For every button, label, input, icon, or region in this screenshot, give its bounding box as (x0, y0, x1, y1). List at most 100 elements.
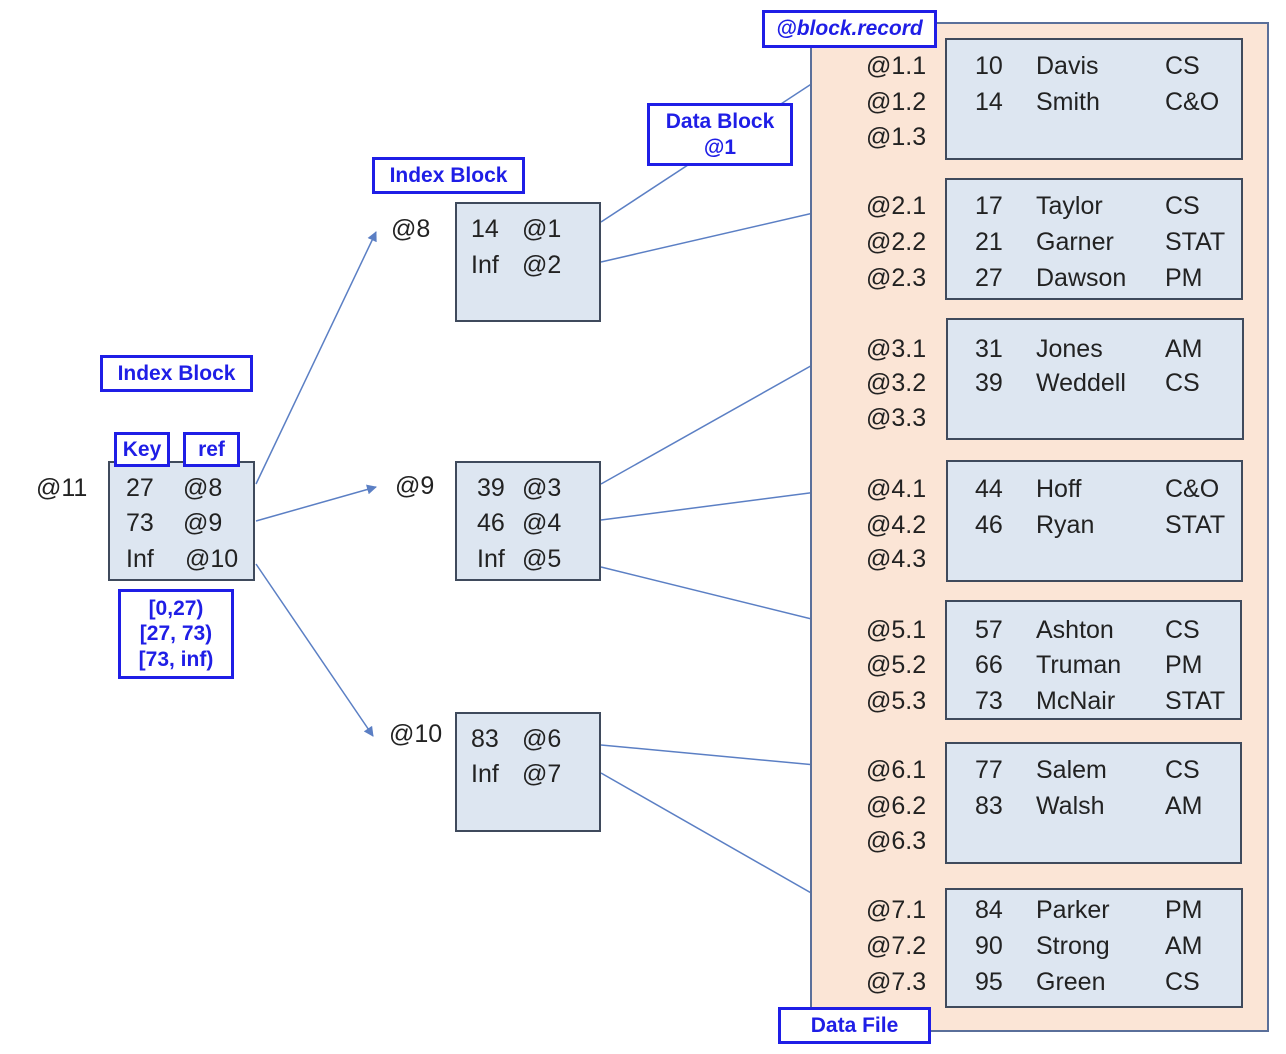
index-node-box (455, 202, 601, 322)
data-file-label: Data File (778, 1007, 931, 1044)
record-name: Weddell (1036, 369, 1126, 397)
arrow-10-to-block6 (600, 744, 849, 773)
record-dept: CS (1165, 756, 1200, 784)
record-dept: CS (1165, 616, 1200, 644)
slot-address: @7.3 (866, 968, 927, 996)
index-key: Inf (126, 545, 154, 573)
record-key: 95 (975, 968, 1003, 996)
index-ref: @4 (522, 509, 562, 537)
record-key: 90 (975, 932, 1003, 960)
data-block-box (945, 600, 1242, 720)
slot-address: @2.3 (866, 264, 927, 292)
arrow-9-to-block3 (600, 344, 849, 485)
record-dept: STAT (1165, 687, 1226, 715)
slot-address: @1.2 (866, 88, 927, 116)
record-name: Truman (1036, 651, 1122, 679)
arrow-9-to-block5 (600, 566, 849, 631)
record-key: 44 (975, 475, 1003, 503)
slot-address: @6.2 (866, 792, 927, 820)
slot-address: @6.1 (866, 756, 927, 784)
record-key: 10 (975, 52, 1003, 80)
arrow-root-to-8 (255, 231, 377, 485)
record-key: 14 (975, 88, 1003, 116)
index-node-address: @10 (389, 720, 443, 748)
record-key: 39 (975, 369, 1003, 397)
arrow-8-to-block2 (600, 202, 849, 263)
slot-address: @2.1 (866, 192, 927, 220)
record-name: Smith (1036, 88, 1100, 116)
slot-address: @4.3 (866, 545, 927, 573)
record-key: 83 (975, 792, 1003, 820)
index-ref: @9 (183, 509, 223, 537)
record-name: Dawson (1036, 264, 1127, 292)
data-block-box (945, 178, 1243, 300)
record-dept: STAT (1165, 511, 1226, 539)
index-ref: @2 (522, 251, 562, 279)
record-dept: STAT (1165, 228, 1226, 256)
index-ref: @1 (522, 215, 562, 243)
root-node-address: @11 (36, 474, 88, 502)
index-block-label: Index Block (100, 355, 253, 392)
record-dept: C&O (1165, 88, 1220, 116)
data-block-box (946, 460, 1243, 582)
record-key: 46 (975, 511, 1003, 539)
index-block-label: Index Block (372, 157, 525, 194)
slot-address: @1.3 (866, 123, 927, 151)
record-name: Salem (1036, 756, 1107, 784)
key-label: Key (114, 432, 170, 467)
record-name: McNair (1036, 687, 1116, 715)
record-dept: CS (1165, 369, 1200, 397)
record-key: 27 (975, 264, 1003, 292)
record-dept: AM (1165, 335, 1203, 363)
record-name: Hoff (1036, 475, 1082, 503)
index-key: 14 (471, 215, 499, 243)
index-key: Inf (477, 545, 505, 573)
record-name: Ashton (1036, 616, 1114, 644)
record-key: 21 (975, 228, 1003, 256)
slot-address: @6.3 (866, 827, 927, 855)
record-key: 73 (975, 687, 1003, 715)
slot-address: @7.1 (866, 896, 927, 924)
record-name: Walsh (1036, 792, 1105, 820)
index-key: 73 (126, 509, 154, 537)
slot-address: @3.2 (866, 369, 927, 397)
arrow-10-to-block7 (600, 772, 849, 915)
record-name: Parker (1036, 896, 1110, 924)
index-ref: @10 (185, 545, 239, 573)
index-key: 46 (477, 509, 505, 537)
index-ref: @7 (522, 760, 562, 788)
record-name: Ryan (1036, 511, 1095, 539)
slot-address: @5.2 (866, 651, 927, 679)
index-key: 27 (126, 474, 154, 502)
index-node-box (455, 712, 601, 832)
slot-address: @3.1 (866, 335, 927, 363)
arrow-root-to-10 (255, 563, 374, 737)
data-block-box (946, 318, 1244, 440)
index-key: 83 (471, 725, 499, 753)
key-ranges-label: [0,27) [27, 73) [73, inf) (118, 589, 234, 679)
slot-address: @2.2 (866, 228, 927, 256)
index-node-address: @8 (391, 215, 431, 243)
record-key: 31 (975, 335, 1003, 363)
record-key: 77 (975, 756, 1003, 784)
arrow-9-to-block4 (600, 484, 849, 521)
slot-address: @5.3 (866, 687, 927, 715)
block-record-label: @block.record (762, 10, 937, 48)
record-name: Green (1036, 968, 1106, 996)
record-dept: PM (1165, 651, 1203, 679)
data-block-box (945, 38, 1243, 160)
arrow-root-to-9 (255, 484, 377, 522)
index-ref: @8 (183, 474, 223, 502)
record-dept: AM (1165, 932, 1203, 960)
index-key: Inf (471, 760, 499, 788)
index-key: 39 (477, 474, 505, 502)
index-node-address: @9 (395, 472, 435, 500)
slot-address: @1.1 (866, 52, 927, 80)
slot-address: @5.1 (866, 616, 927, 644)
index-key: Inf (471, 251, 499, 279)
ref-label: ref (183, 432, 240, 467)
record-dept: C&O (1165, 475, 1220, 503)
record-dept: PM (1165, 896, 1203, 924)
record-name: Garner (1036, 228, 1114, 256)
